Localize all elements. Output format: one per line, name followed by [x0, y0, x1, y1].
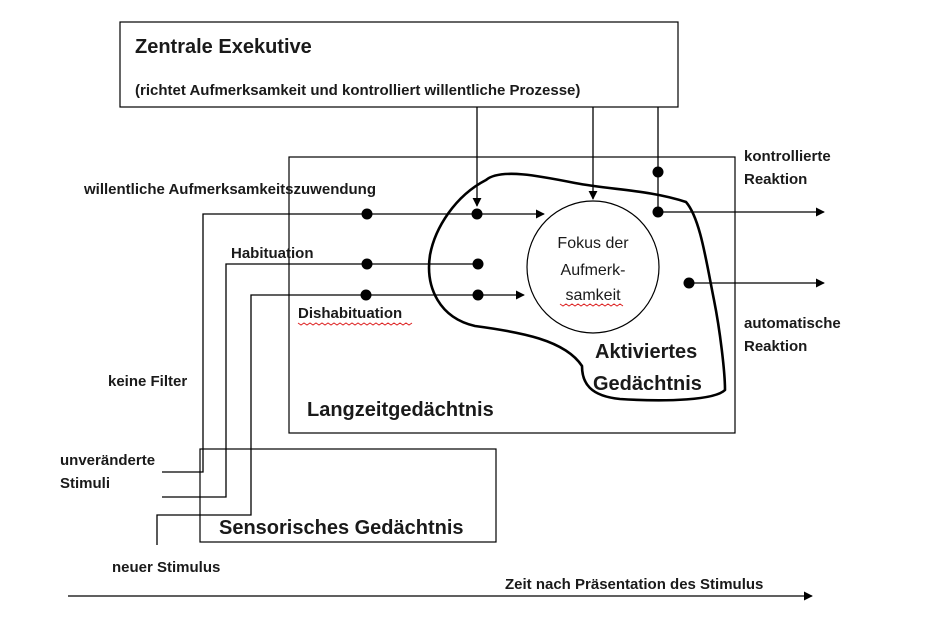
central-executive-title: Zentrale Exekutive [135, 36, 312, 58]
unchanged-stimuli-label-1: unveränderte [60, 452, 155, 469]
focus-label-line2: Aufmerk- [561, 262, 626, 279]
junction-dot [472, 289, 484, 301]
focus-label-line3: samkeit [565, 287, 621, 304]
junction-dot [471, 208, 483, 220]
junction-dot [361, 208, 373, 220]
spellcheck-underline [559, 303, 624, 307]
controlled-reaction-label-1: kontrollierte [744, 148, 831, 165]
junction-dot [360, 289, 372, 301]
no-filter-path [162, 209, 545, 473]
junction-dot [652, 166, 664, 178]
long-term-memory-label: Langzeitgedächtnis [307, 399, 494, 421]
junction-dot [472, 258, 484, 270]
controlled-reaction-label-2: Reaktion [744, 171, 807, 188]
junction-dot [683, 277, 695, 289]
focus-label-line1: Fokus der [557, 235, 629, 252]
junction-dot [361, 258, 373, 270]
voluntary-attention-label: willentliche Aufmerksamkeitszuwendung [83, 181, 376, 198]
sensory-memory-box [199, 448, 497, 543]
junction-dot [652, 206, 664, 218]
unchanged-stimuli-label-2: Stimuli [60, 475, 110, 492]
dishabituation-path [156, 290, 525, 545]
dishabituation-label: Dishabituation [298, 305, 402, 322]
activated-memory-label-line2: Gedächtnis [593, 373, 702, 395]
habituation-path [162, 263, 478, 498]
time-axis-label: Zeit nach Präsentation des Stimulus [505, 576, 763, 593]
focus-of-attention-circle [526, 200, 660, 334]
sensory-memory-label: Sensorisches Gedächtnis [219, 517, 464, 539]
central-executive-subtitle: (richtet Aufmerksamkeit und kontrolliert… [135, 82, 580, 99]
central-executive-box [119, 21, 679, 108]
no-filter-label: keine Filter [108, 373, 187, 390]
spellcheck-underline [297, 322, 413, 326]
activated-memory-label-line1: Aktiviertes [595, 341, 697, 363]
automatic-reaction-label-1: automatische [744, 315, 841, 332]
habituation-label: Habituation [231, 245, 314, 262]
automatic-reaction-label-2: Reaktion [744, 338, 807, 355]
new-stimulus-label: neuer Stimulus [112, 559, 220, 576]
